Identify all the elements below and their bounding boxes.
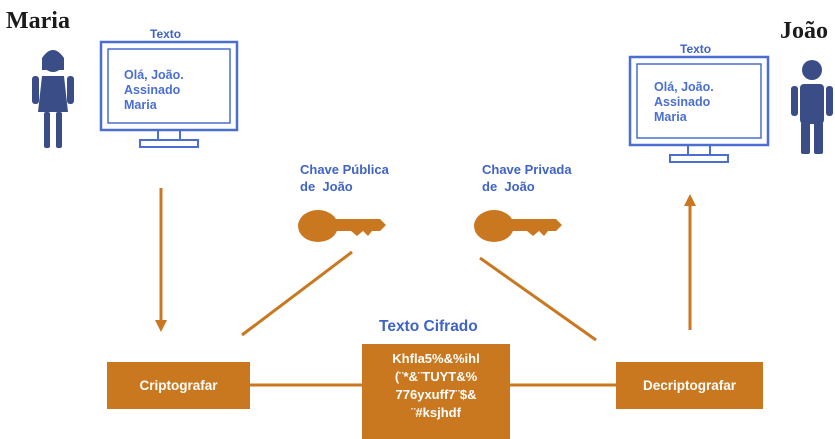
ciphertext-box: Khfla5%&%ihl (¨*&¨TUYT&% 776yxuff7¨$& ¨#… xyxy=(362,344,510,439)
left-monitor xyxy=(99,40,239,148)
public-key-label: Chave Pública de João xyxy=(300,161,389,195)
up-arrow xyxy=(684,194,696,330)
left-monitor-line-1: Olá, João. xyxy=(124,68,184,82)
ciphertext-line-2: (¨*&¨TUYT&% xyxy=(394,369,478,384)
man-icon xyxy=(791,60,833,154)
right-monitor xyxy=(628,55,770,163)
encrypt-box: Criptografar xyxy=(107,362,250,409)
right-monitor-line-1: Olá, João. xyxy=(654,80,714,94)
ciphertext-line-4: ¨#ksjhdf xyxy=(411,405,461,420)
private-key-label-line-2: de João xyxy=(482,179,535,194)
woman-icon xyxy=(32,50,74,148)
private-key-connector xyxy=(479,256,597,342)
decrypt-box: Decriptografar xyxy=(616,362,763,409)
public-key-label-line-1: Chave Pública xyxy=(300,162,389,177)
ciphertext-line-1: Khfla5%&%ihl xyxy=(392,351,480,366)
down-arrow xyxy=(155,188,167,332)
receiver-name: João xyxy=(780,18,828,44)
public-key-label-line-2: de João xyxy=(300,179,353,194)
left-monitor-line-3: Maria xyxy=(124,98,157,112)
private-key-label-line-1: Chave Privada xyxy=(482,162,572,177)
encrypt-label: Criptografar xyxy=(139,378,218,393)
private-key-label: Chave Privada de João xyxy=(482,161,572,195)
public-key-icon xyxy=(298,210,386,242)
sender-name: Maria xyxy=(6,8,70,34)
public-key-connector xyxy=(241,250,353,337)
right-monitor-caption: Texto xyxy=(680,42,712,56)
left-monitor-text: Olá, João. Assinado Maria xyxy=(124,68,184,113)
decrypt-label: Decriptografar xyxy=(642,378,737,393)
right-monitor-line-2: Assinado xyxy=(654,95,711,109)
left-monitor-line-2: Assinado xyxy=(124,83,181,97)
left-monitor-caption: Texto xyxy=(150,27,182,41)
ciphertext-line-3: 776yxuff7¨$& xyxy=(395,387,477,402)
right-monitor-text: Olá, João. Assinado Maria xyxy=(654,80,714,125)
ciphertext-title: Texto Cifrado xyxy=(379,318,478,335)
right-monitor-line-3: Maria xyxy=(654,110,687,124)
private-key-icon xyxy=(474,210,562,242)
